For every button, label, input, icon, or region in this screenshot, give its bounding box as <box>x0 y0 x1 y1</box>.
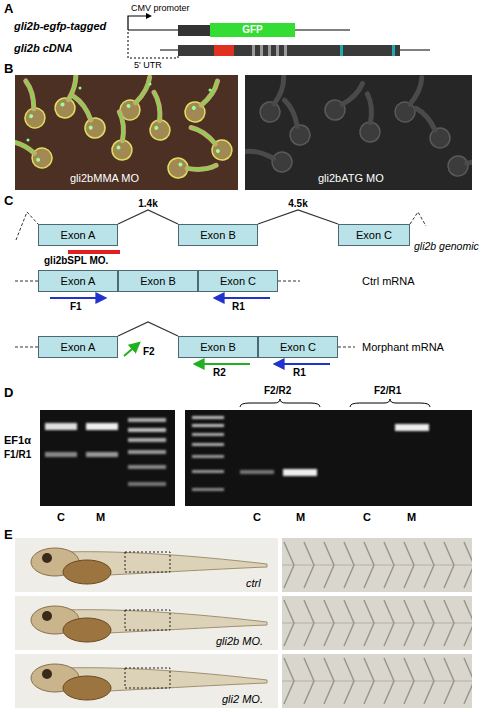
lane-label: M <box>296 511 305 524</box>
gel-images <box>40 399 472 506</box>
image-label: gli2b MO. <box>216 635 263 648</box>
fluorescence-photos <box>3 69 489 190</box>
construct-name: gli2b cDNA <box>14 42 73 55</box>
primer-label: F2 <box>143 346 155 358</box>
primer-label: F1 <box>70 301 82 313</box>
image-label: gli2bATG MO <box>318 172 384 185</box>
exon-box: Exon C <box>338 224 410 246</box>
primer-pair-label: F2/R1 <box>374 385 401 397</box>
row-label: Ctrl mRNA <box>362 275 415 288</box>
box-text: Exon B <box>200 229 235 242</box>
image-label: gli2bMMA MO <box>70 172 139 185</box>
lane-label: C <box>253 511 261 524</box>
row-label: Morphant mRNA <box>362 341 444 354</box>
utr-label: 5' UTR <box>134 60 162 70</box>
construct-name: gli2b-egfp-tagged <box>14 20 106 33</box>
box-text: Exon C <box>220 275 256 288</box>
gel-label: F1/R1 <box>4 449 31 461</box>
box-text: Exon B <box>200 341 235 354</box>
primer-pair-label: F2/R2 <box>264 385 291 397</box>
lane-label: C <box>363 511 371 524</box>
exon-box: Exon C <box>258 336 338 358</box>
panel-letter: C <box>4 194 13 209</box>
image-label: ctrl <box>246 577 261 590</box>
box-text: Exon A <box>61 275 96 288</box>
exon-box: Exon B <box>178 224 258 246</box>
exon-box: Exon A <box>38 336 118 358</box>
primer-label: R1 <box>293 367 306 379</box>
intron-connector <box>118 322 178 336</box>
exon-box: Exon B <box>118 270 198 292</box>
lane-label: M <box>96 511 105 524</box>
intron-connector <box>118 210 178 224</box>
morpholino-label: gli2bSPL MO. <box>44 255 108 267</box>
construct-drawing <box>128 13 430 58</box>
box-text: Exon A <box>61 229 96 242</box>
row-label: gli2b genomic <box>414 240 479 252</box>
panel-letter: A <box>4 2 13 17</box>
gel-label: EF1α <box>4 434 31 447</box>
intron-connector <box>258 210 338 224</box>
larva-photos <box>15 538 472 708</box>
box-text: Exon B <box>140 275 175 288</box>
panel-letter: B <box>4 62 13 77</box>
exon-box: Exon C <box>198 270 278 292</box>
box-text: Exon C <box>356 229 392 242</box>
exon-box: Exon B <box>178 336 258 358</box>
gfp-box: GFP <box>210 23 295 37</box>
exon-box: Exon A <box>38 224 118 246</box>
primer-label: R2 <box>213 367 226 379</box>
primer-label: R1 <box>232 301 245 313</box>
intron-length: 1.4k <box>137 198 158 210</box>
exon-box: Exon A <box>38 270 118 292</box>
promoter-label: CMV promoter <box>131 3 190 13</box>
panel-letter: D <box>4 386 13 401</box>
box-text: Exon C <box>280 341 316 354</box>
lane-label: C <box>57 511 65 524</box>
intron-length: 4.5k <box>287 198 308 210</box>
panel-letter: E <box>4 528 13 543</box>
box-text: GFP <box>242 24 263 36</box>
box-text: Exon A <box>61 341 96 354</box>
lane-label: M <box>407 511 416 524</box>
image-label: gli2 MO. <box>222 693 263 706</box>
